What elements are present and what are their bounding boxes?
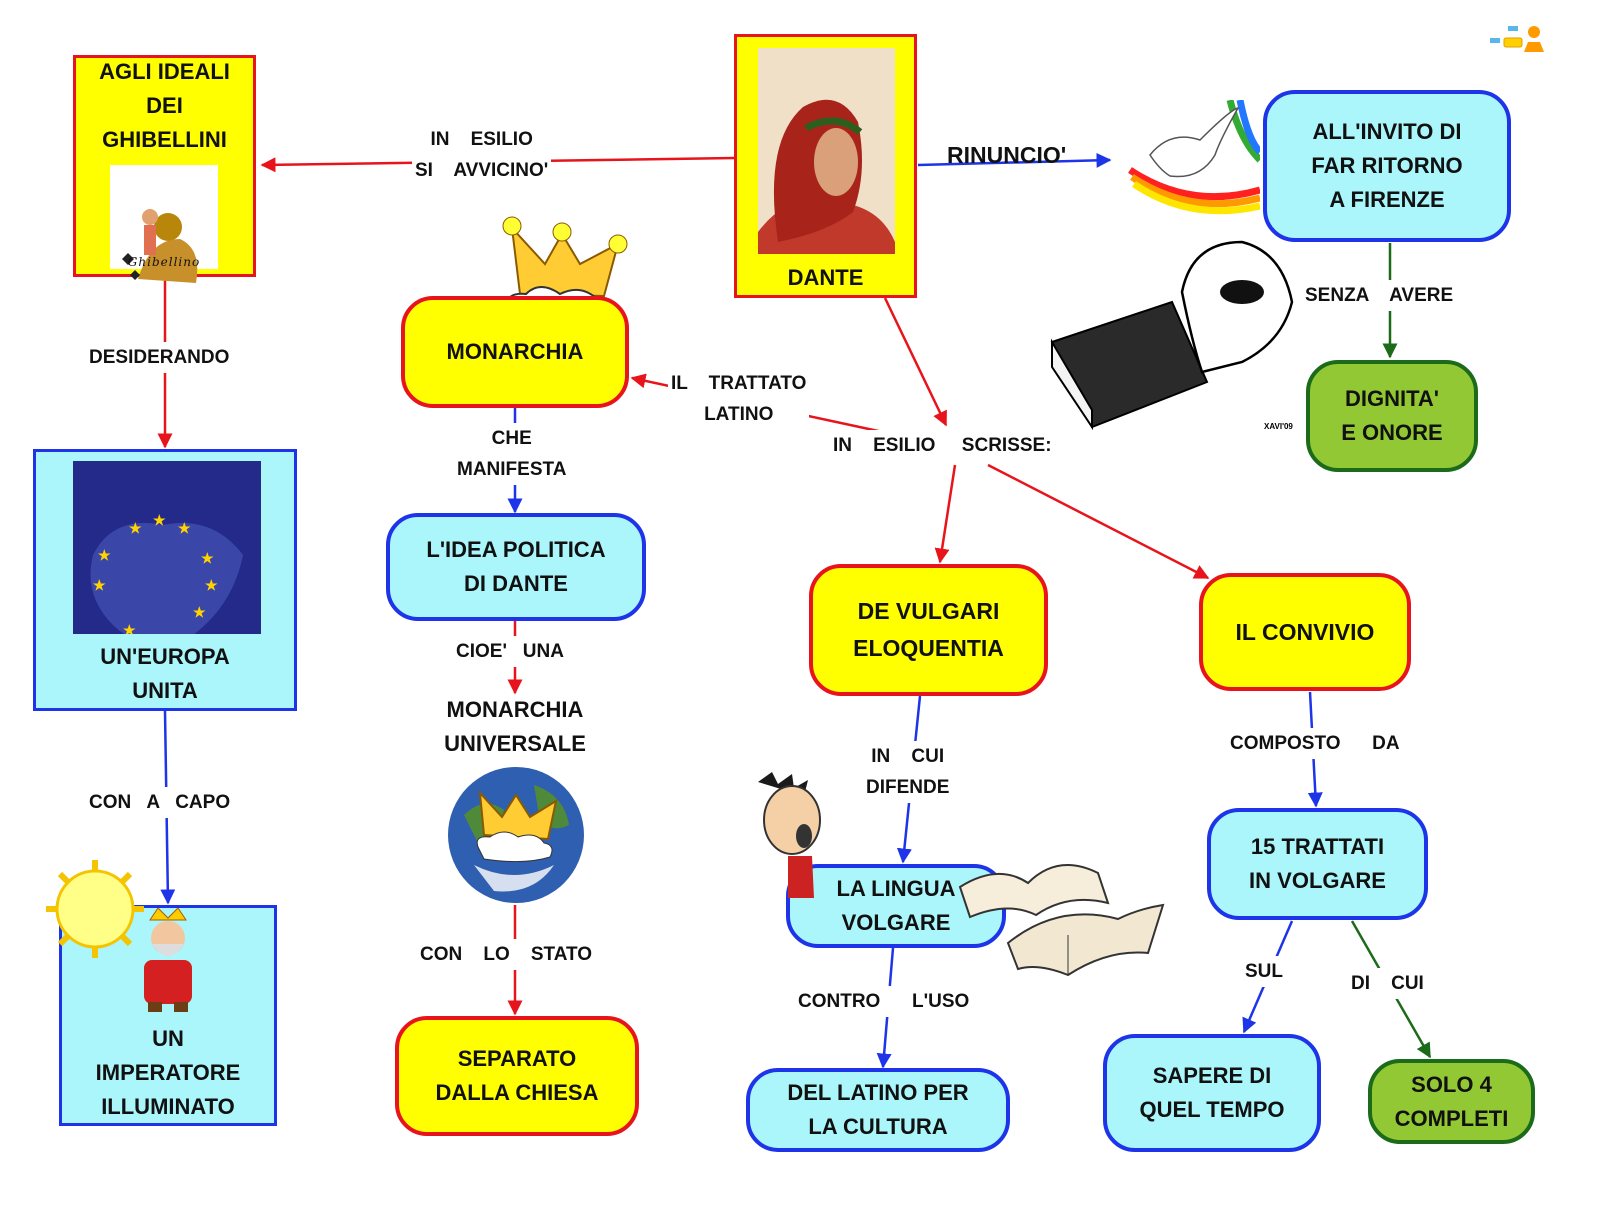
- svg-text:★: ★: [98, 547, 111, 563]
- dante-portrait: [758, 48, 895, 254]
- label-in-cui-difende: IN CUI DIFENDE: [863, 741, 953, 803]
- label-sul: SUL: [1242, 956, 1286, 987]
- node-separato: SEPARATO DALLA CHIESA: [395, 1016, 639, 1136]
- europe-flag-map: ★ ★ ★ ★ ★ ★ ★ ★ ★ ★: [73, 461, 261, 634]
- book-signature: XAVI'09: [1264, 422, 1293, 431]
- label-esilio-avvicino: IN ESILIO SI AVVICINO': [412, 124, 552, 186]
- globe-crown-image: [444, 765, 588, 905]
- node-monarchia-universale: MONARCHIA UNIVERSALE: [444, 697, 586, 756]
- svg-text:★: ★: [201, 550, 214, 566]
- arrow-dante-to-rinuncio: [917, 152, 1112, 168]
- emperor-icon: [130, 907, 206, 1014]
- svg-text:★: ★: [178, 520, 191, 536]
- node-dante-text: DANTE: [787, 265, 864, 290]
- arrow-dante-to-scrisse: [883, 297, 948, 427]
- node-sapere: SAPERE DI QUEL TEMPO: [1103, 1034, 1321, 1152]
- open-book-icon: [958, 864, 1110, 919]
- book-icon: [1050, 300, 1209, 429]
- crown-icon: [510, 225, 620, 298]
- svg-text:★: ★: [193, 604, 206, 620]
- dante-face: [814, 128, 858, 196]
- svg-text:★: ★: [153, 632, 166, 634]
- lion-body-icon: [138, 239, 198, 283]
- divina-commedia-book-image: XAVI'09: [1022, 232, 1302, 432]
- label-di-cui: DI CUI: [1348, 968, 1427, 999]
- arrow-scrisse-to-convivio: [987, 463, 1210, 580]
- node-vulgari: DE VULGARI ELOQUENTIA: [809, 564, 1048, 696]
- dove-rainbow-image: [1120, 99, 1263, 218]
- node-europa-text: UN'EUROPA UNITA: [100, 644, 230, 703]
- node-dignita: DIGNITA' E ONORE: [1306, 360, 1478, 472]
- label-senza-avere: SENZA AVERE: [1302, 280, 1457, 311]
- node-trattati: 15 TRATTATI IN VOLGARE: [1207, 808, 1428, 920]
- label-desiderando: DESIDERANDO: [86, 342, 233, 373]
- node-ghibellini: AGLI IDEALI DEI GHIBELLINI Ghibellino: [73, 55, 256, 283]
- dove-icon: [1149, 106, 1240, 178]
- label-rinuncio: RINUNCIO': [947, 142, 1067, 168]
- app-logo-icon: [1488, 18, 1552, 54]
- node-ghibellini-text: AGLI IDEALI DEI GHIBELLINI: [99, 59, 230, 152]
- node-invito: ALL'INVITO DI FAR RITORNO A FIRENZE: [1263, 90, 1511, 242]
- europe-map-icon: [90, 523, 243, 634]
- node-latino: DEL LATINO PER LA CULTURA: [746, 1068, 1010, 1152]
- eu-stars-icon: ★ ★ ★ ★ ★ ★ ★ ★ ★ ★: [93, 512, 218, 634]
- label-con-lo-stato: CON LO STATO: [417, 939, 596, 970]
- node-idea-politica: L'IDEA POLITICA DI DANTE: [386, 513, 646, 621]
- open-books-image: [958, 843, 1168, 983]
- label-cioe-una: CIOE' UNA: [453, 636, 567, 667]
- crown-icon-small: [478, 790, 558, 841]
- figure-head-icon: [142, 209, 158, 225]
- label-composto-da: COMPOSTO DA: [1227, 728, 1403, 759]
- svg-text:★: ★: [205, 577, 218, 593]
- svg-text:★: ★: [153, 512, 166, 528]
- label-esilio-scrisse: IN ESILIO SCRISSE:: [830, 430, 1055, 461]
- lion-head-icon: [154, 213, 182, 241]
- svg-text:★: ★: [129, 520, 142, 536]
- label-con-a-capo: CON A CAPO: [86, 787, 234, 818]
- sun-icon: [44, 858, 146, 960]
- node-imperatore-text: UN IMPERATORE ILLUMINATO: [95, 1026, 241, 1119]
- node-dante: DANTE: [734, 34, 917, 298]
- svg-text:★: ★: [93, 577, 106, 593]
- label-trattato-latino: IL TRATTATO LATINO: [668, 368, 810, 430]
- laurel-wreath-icon: [804, 117, 863, 135]
- node-convivio: IL CONVIVIO: [1199, 573, 1411, 691]
- arrow-scrisse-to-vulgari: [934, 464, 957, 564]
- cartoon-boy-icon: [752, 772, 828, 900]
- ghibellino-caption: Ghibellino: [127, 255, 201, 269]
- node-completi: SOLO 4 COMPLETI: [1368, 1059, 1535, 1144]
- node-monarchia: MONARCHIA: [401, 296, 629, 408]
- svg-text:★: ★: [123, 622, 136, 634]
- label-contro-luso: CONTRO L'USO: [795, 986, 973, 1017]
- label-che-manifesta: CHE MANIFESTA: [454, 423, 570, 485]
- ghibellino-emblem: Ghibellino: [110, 165, 218, 283]
- node-europa: ★ ★ ★ ★ ★ ★ ★ ★ ★ ★ UN'EUROPA UNITA: [33, 449, 297, 711]
- dante-figure-icon: [1180, 240, 1294, 374]
